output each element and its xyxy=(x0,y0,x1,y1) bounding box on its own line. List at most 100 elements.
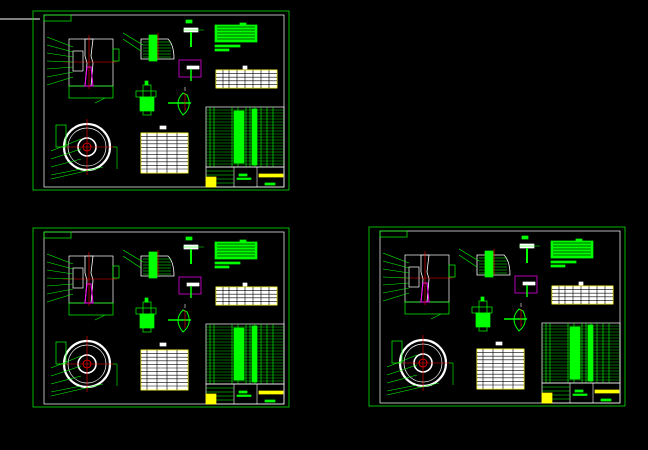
parts-list xyxy=(205,323,285,385)
parts-column-fill xyxy=(233,327,245,381)
section-core xyxy=(484,250,494,278)
table-fill xyxy=(551,285,614,305)
leader-line xyxy=(386,384,418,392)
leader-line xyxy=(50,375,82,385)
drawing-number xyxy=(600,398,612,402)
leader-line xyxy=(382,287,410,294)
notes-title xyxy=(575,238,583,242)
table-title xyxy=(495,341,503,346)
leader-line xyxy=(458,254,478,268)
title-block xyxy=(541,382,621,404)
table-border xyxy=(476,348,525,390)
leader-line xyxy=(50,365,82,377)
highlighted-cone xyxy=(420,282,430,303)
leader-line xyxy=(386,364,418,376)
front-view xyxy=(382,251,456,320)
leader-line xyxy=(382,292,410,302)
leader-line xyxy=(46,277,74,280)
leader-line xyxy=(46,76,74,86)
title-text xyxy=(238,173,248,177)
signature-cells xyxy=(541,392,553,404)
sheets xyxy=(32,10,626,408)
drawing-sheet-3[interactable] xyxy=(368,226,626,407)
notes-line-extra xyxy=(214,261,241,265)
inner-border xyxy=(43,14,285,188)
leader-line xyxy=(46,283,74,287)
specification-table xyxy=(140,125,189,174)
notes-block xyxy=(550,240,594,259)
leader-line xyxy=(94,97,106,104)
notes-title xyxy=(239,239,247,243)
leader-line xyxy=(50,385,82,393)
highlight-frame xyxy=(178,276,202,295)
drawing-sheet-1[interactable] xyxy=(32,10,290,191)
table-border xyxy=(215,286,278,306)
parts-list xyxy=(205,106,285,168)
drawing-name xyxy=(258,390,284,395)
leader-line xyxy=(46,261,74,270)
specification-table xyxy=(140,342,189,391)
detail-label xyxy=(185,19,193,24)
notes-line-extra xyxy=(214,48,230,52)
outer-border xyxy=(32,10,290,191)
side-flange xyxy=(72,267,84,289)
notes-line-extra xyxy=(214,44,241,48)
leader-line xyxy=(46,60,74,63)
table-title xyxy=(159,125,167,130)
front-view xyxy=(46,35,120,104)
title-text xyxy=(236,177,252,180)
part-outline xyxy=(177,92,190,116)
parameter-table xyxy=(551,281,614,305)
drawing-sheet-2[interactable] xyxy=(32,227,290,408)
leader-line xyxy=(46,288,74,295)
leader-line xyxy=(46,66,74,70)
notes-title xyxy=(239,22,247,26)
leader-line xyxy=(386,374,418,384)
highlighted-cone xyxy=(84,66,94,87)
leader-line xyxy=(46,293,74,303)
technical-notes xyxy=(214,22,258,52)
leader-line xyxy=(46,44,74,53)
detail-view-highlighted xyxy=(514,275,538,297)
parts-column-fill xyxy=(233,110,245,164)
notes-line-extra xyxy=(550,260,577,264)
leader-line xyxy=(122,32,144,46)
drawing-number xyxy=(264,182,276,186)
detail-bar xyxy=(186,65,200,70)
side-port xyxy=(112,48,120,62)
detail-view-highlighted xyxy=(178,276,202,298)
leader-line xyxy=(50,166,104,180)
technical-notes xyxy=(550,238,594,268)
title-text xyxy=(574,389,584,393)
inner-border xyxy=(43,231,285,405)
highlight-frame xyxy=(178,59,202,78)
parts-column-fill xyxy=(251,108,258,166)
leader-line xyxy=(46,36,74,48)
detail-view-top-right xyxy=(519,235,540,263)
corner-label-box xyxy=(379,230,408,238)
part-view-center xyxy=(135,297,157,333)
side-flange xyxy=(72,50,84,72)
table-fill xyxy=(140,349,189,391)
leader-line xyxy=(50,138,82,152)
corner-label-box xyxy=(43,14,72,22)
section-outline xyxy=(476,254,511,276)
side-port xyxy=(112,265,120,279)
detail-label xyxy=(521,235,529,240)
part-view-center xyxy=(471,296,493,332)
leader-line xyxy=(50,355,82,369)
leader-line xyxy=(458,248,480,262)
notes-line-extra xyxy=(550,264,566,268)
plan-view xyxy=(50,336,118,397)
table-fill xyxy=(215,286,278,306)
section-core xyxy=(148,34,158,62)
leader-line xyxy=(382,282,410,286)
part-tip xyxy=(144,297,149,303)
part-view-right xyxy=(504,303,527,332)
table-border xyxy=(140,132,189,174)
notes-line-extra xyxy=(214,265,230,269)
parameter-table xyxy=(215,282,278,306)
notes-block xyxy=(214,241,258,260)
detail-view-highlighted xyxy=(178,59,202,81)
